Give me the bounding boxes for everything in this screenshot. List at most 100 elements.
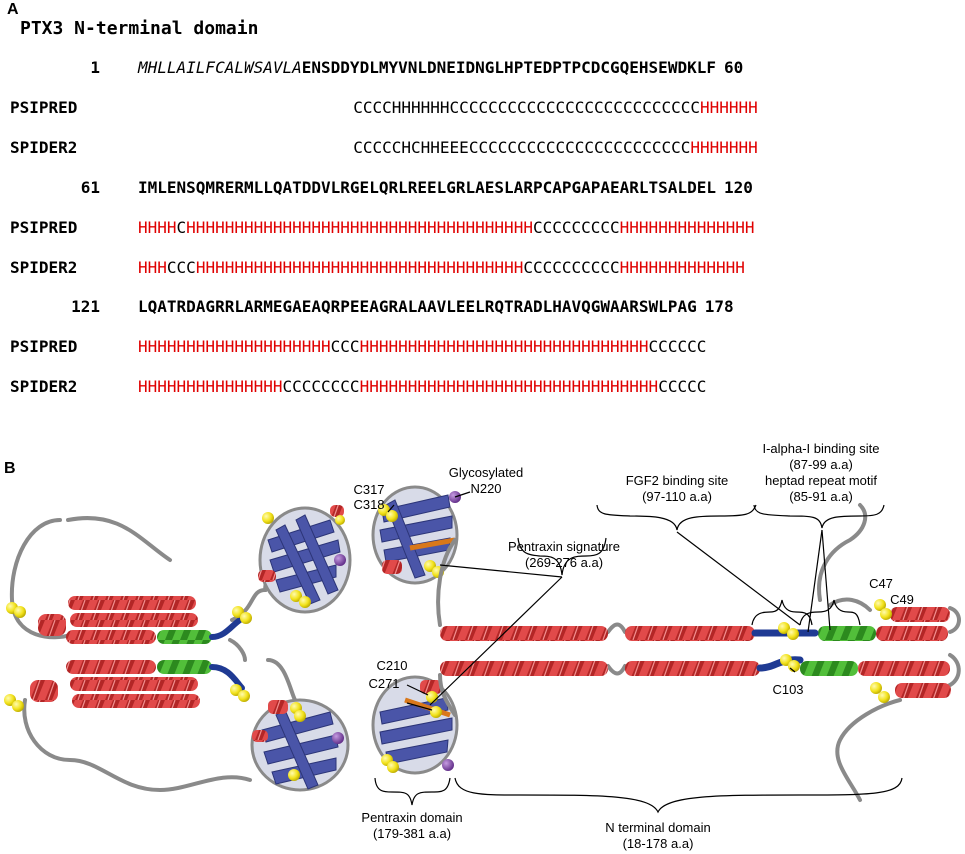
panel-a: A PTX3 N-terminal domain 1 MHLLAILFCALWSA… [7,1,758,396]
coil-segment: CCCCCHCHHEEECCCCCCCCCCCCCCCCCCCCCCC [353,138,690,157]
right-helix-upper [440,607,950,641]
residue-start-number: 61 [81,178,100,197]
helix-segment: HHH [138,258,167,277]
left-helices-lower [30,660,212,708]
helix [440,661,608,676]
panel-b-label: B [4,460,16,477]
helix [858,661,950,676]
right-cysteines [778,599,892,703]
residue-end-number: 178 [705,297,734,316]
n220-label: N220 [470,481,501,496]
residue-end-number: 120 [724,178,753,197]
right-helix-lower [440,661,951,698]
pentraxin-domain-range: (179-381 a.a) [373,826,451,841]
helix [895,683,951,698]
predictor-label-spider2: SPIDER2 [10,138,77,157]
coil-segment: CCC [331,337,360,356]
helix [890,607,950,622]
coil-segment: CCCCCC [649,337,707,356]
cys-c49 [880,608,892,620]
helix-segment: HHHH [138,218,177,237]
predictor-label-spider2: SPIDER2 [10,377,77,396]
coil-segment: CCCCCCCC [283,377,360,396]
cys-c318 [386,510,398,522]
heptad-helix [157,630,212,644]
helix-segment: HHHHHHH [690,138,757,157]
secondary-structure-spider2: CCCCCHCHHEEECCCCCCCCCCCCCCCCCCCCCCCHHHHH… [353,138,758,157]
cys-c210 [426,691,438,703]
residue-end-number: 60 [724,58,743,77]
panel-a-title: PTX3 N-terminal domain [20,18,258,39]
c103-label: C103 [772,682,803,697]
coil-segment: CCCCHHHHHHCCCCCCCCCCCCCCCCCCCCCCCCCC [353,98,700,117]
helix [72,694,200,708]
helix [38,614,66,636]
helix-segment: HHHHHHHHHHHHHHHHHHHHHHHHHHHHHHHHHHHH [186,218,533,237]
left-pentraxin-upper [258,505,352,614]
coil-segment: CCCCC [658,377,706,396]
helix-segment: HHHHHHHHHHHHHHH [138,377,283,396]
helix [66,630,156,644]
helix-segment: HHHHHHHHHHHHHHHHHHHHHHHHHHHHHHHHHH [196,258,524,277]
residue-start-number: 121 [71,297,100,316]
helix [68,596,196,610]
residue-start-number: 1 [90,58,100,77]
c210-label: C210 [376,658,407,673]
glycosylated-label: Glycosylated [449,465,523,480]
c317-label: C317 [353,482,384,497]
secondary-structure-psipred: HHHHHHHHHHHHHHHHHHHHCCCHHHHHHHHHHHHHHHHH… [138,337,706,356]
secondary-structure-spider2: HHHHHHHHHHHHHHHCCCCCCCCHHHHHHHHHHHHHHHHH… [138,377,706,396]
coil-segment: CCCCCCCCCC [523,258,619,277]
predictor-label-psipred: PSIPRED [10,337,77,356]
predictor-label-psipred: PSIPRED [10,218,77,237]
helix-segment: HHHHHHHHHHHHHHHHHHHHHHHHHHHHHH [360,337,649,356]
coil-segment: C [177,218,187,237]
heptad-label: heptad repeat motif [765,473,877,488]
fgf2-label: FGF2 binding site [626,473,729,488]
pentraxin-lower-domain [371,675,459,775]
helix [625,626,755,641]
helix-segment: HHHHHHHHHHHHHH [620,218,755,237]
sequence-line: LQATRDAGRRLARMEGAEAQRPEEAGRALAAVLEELRQTR… [138,297,734,316]
left-pentraxin-lower [250,698,350,792]
heptad-helix [157,660,212,674]
n-terminal-domain-label: N terminal domain [605,820,711,835]
sequence-line: IMLENSQMRERMLLQATDDVLRGELQRLREELGRLAESLA… [138,178,753,197]
helix-segment: HHHHHHHHHHHHHHHHHHHH [138,337,331,356]
pentraxin-domain-label: Pentraxin domain [361,810,462,825]
sequence-alignment: 1 MHLLAILFCALWSAVLAENSDDYDLMYVNLDNEIDNGLH… [10,58,758,396]
helix [876,626,948,641]
pentraxin-signature-label: Pentraxin signature [508,539,620,554]
helix-segment: HHHHHHHHHHHHHHHHHHHHHHHHHHHHHHH [360,377,659,396]
panel-a-label: A [7,1,19,18]
predictor-label-spider2: SPIDER2 [10,258,77,277]
helix [66,660,156,674]
iai-range: (87-99 a.a) [789,457,853,472]
helix [30,680,58,702]
helix [70,613,198,627]
sequence-line: MHLLAILFCALWSAVLAENSDDYDLMYVNLDNEIDNGLHP… [137,58,743,77]
heptad-helix [800,661,858,676]
secondary-structure-spider2: HHHCCCHHHHHHHHHHHHHHHHHHHHHHHHHHHHHHHHHH… [138,258,745,277]
predictor-label-psipred: PSIPRED [10,98,77,117]
c49-label: C49 [890,592,914,607]
helix [440,626,608,641]
signal-peptide: MHLLAILFCALWSAVLA [137,58,302,77]
helix [625,661,760,676]
left-links [209,617,245,691]
pentraxin-upper-domain [371,485,461,585]
n-terminal-domain-range: (18-178 a.a) [623,836,694,851]
mature-sequence: LQATRDAGRRLARMEGAEAQRPEEAGRALAAVLEELRQTR… [138,297,697,316]
c271-label: C271 [368,676,399,691]
annotation-lines [374,491,903,814]
mature-sequence: IMLENSQMRERMLLQATDDVLRGELQRLREELGRLAESLA… [138,178,716,197]
helix [70,677,198,691]
left-helices-upper [38,596,212,644]
right-detailed-model [371,485,961,802]
coil-segment: CCCCCCCCC [533,218,620,237]
cys-c271 [430,706,442,718]
heptad-range: (85-91 a.a) [789,489,853,504]
coil-segment: CCC [167,258,196,277]
left-cysteines [4,602,252,712]
